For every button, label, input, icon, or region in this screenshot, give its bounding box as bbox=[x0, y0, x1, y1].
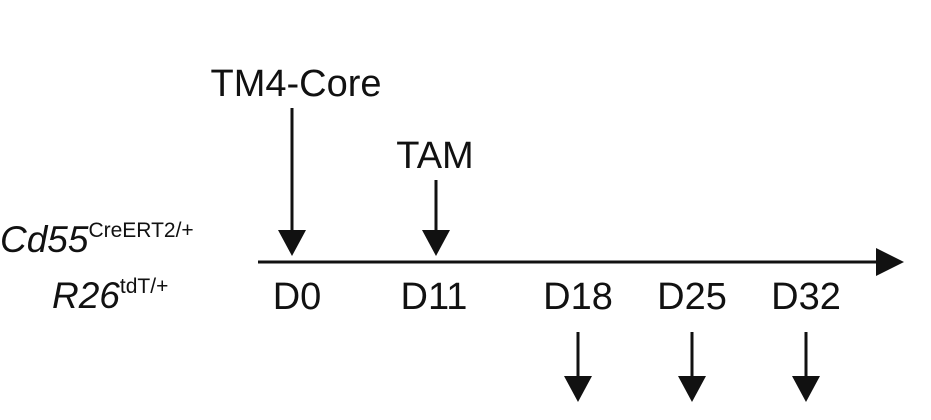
core-arrow bbox=[278, 108, 306, 256]
harvest-arrow-d18 bbox=[564, 332, 592, 402]
timepoint-label-d25: D25 bbox=[657, 276, 727, 318]
genotype-line-1: Cd55CreERT2/+ bbox=[0, 219, 194, 260]
harvest-arrow-d25 bbox=[678, 332, 706, 402]
core-event-label: TM4-Core bbox=[210, 63, 381, 105]
tam-event-label: TAM bbox=[396, 135, 473, 177]
timepoint-label-d11: D11 bbox=[401, 276, 468, 318]
timepoint-label-d0: D0 bbox=[273, 276, 322, 318]
genotype-2-superscript: tdT/+ bbox=[120, 275, 168, 298]
timepoint-label-d32: D32 bbox=[771, 276, 841, 318]
timeline-axis bbox=[258, 248, 904, 276]
timepoint-label-d18: D18 bbox=[543, 276, 613, 318]
genotype-1-superscript: CreERT2/+ bbox=[88, 219, 193, 242]
genotype-2-base: R26 bbox=[52, 275, 120, 316]
genotype-line-2: R26tdT/+ bbox=[52, 275, 168, 316]
tam-arrow bbox=[422, 180, 450, 256]
harvest-arrow-d32 bbox=[792, 332, 820, 402]
genotype-1-base: Cd55 bbox=[0, 219, 89, 260]
